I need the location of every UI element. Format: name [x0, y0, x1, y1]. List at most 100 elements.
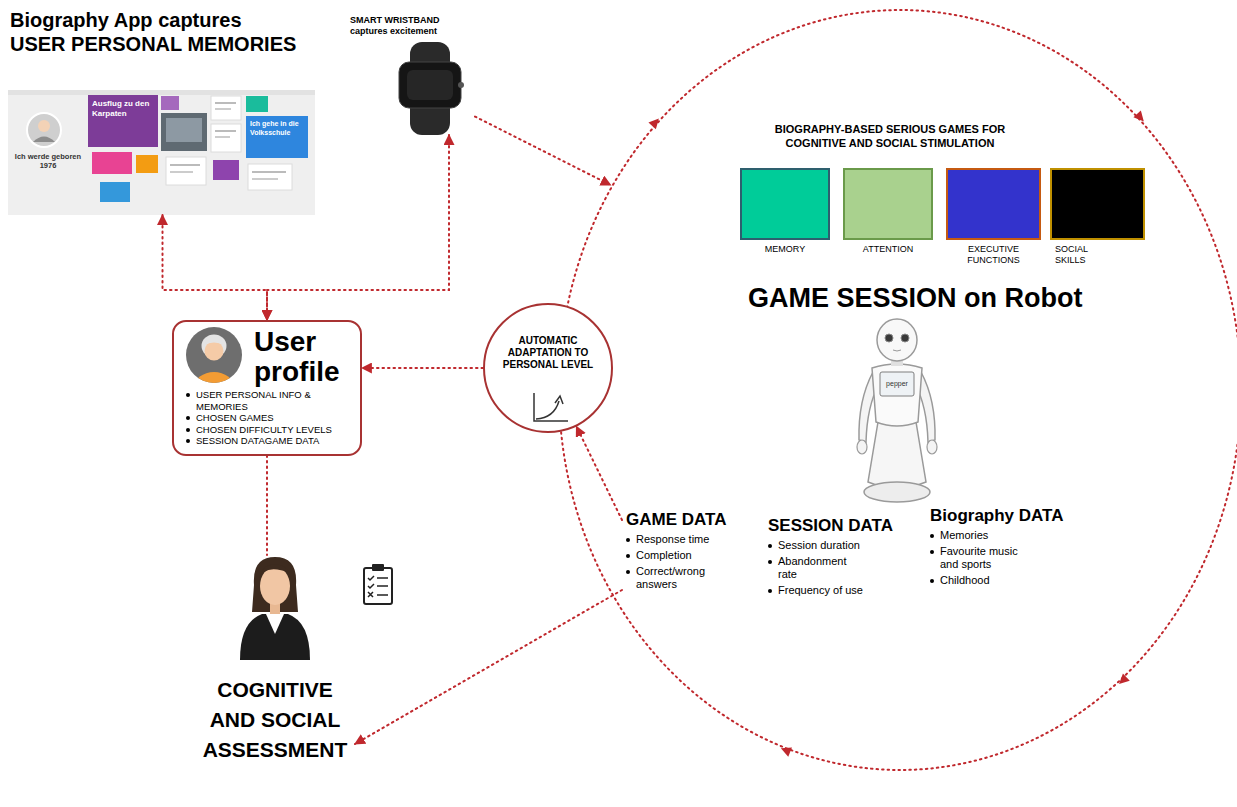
- bullet-text: Memories: [940, 529, 1030, 542]
- diagram-title: Biography App captures USER PERSONAL MEM…: [10, 8, 301, 56]
- tile-text: Ausflug zu den Karpaten: [92, 99, 154, 118]
- bullet-row: SESSION DATAGAME DATA: [186, 435, 352, 447]
- bullet-text: Frequency of use: [778, 584, 866, 597]
- title-slot: Biography App captures USER PERSONAL MEM…: [10, 8, 301, 56]
- bullet-dot: [768, 544, 772, 548]
- game-tile: [1050, 168, 1145, 240]
- bullet-row: Session duration: [768, 539, 928, 552]
- flow-connector: [576, 426, 622, 520]
- bullet-text: Childhood: [940, 574, 1030, 587]
- bullet-dot: [930, 534, 934, 538]
- bullet-row: Frequency of use: [768, 584, 928, 597]
- bullet-text: Correct/wrong answers: [636, 565, 731, 591]
- bullet-dot: [768, 560, 772, 564]
- bullet-dot: [626, 538, 630, 542]
- robot-illustration: [857, 319, 937, 502]
- bullet-text: Abandonment rate: [778, 555, 866, 581]
- bullet-dot: [186, 393, 190, 397]
- bullet-text: CHOSEN GAMES: [196, 412, 346, 424]
- data-list: SESSION DATA Session durationAbandonment …: [768, 516, 928, 597]
- bullet-dot: [626, 570, 630, 574]
- flow-connector: [362, 367, 483, 369]
- data-list: GAME DATA Response timeCompletionCorrect/…: [626, 510, 766, 591]
- data-list: Biography DATA MemoriesFavourite music an…: [930, 506, 1110, 587]
- game-square: ATTENTION: [843, 168, 933, 255]
- bullet-row: Childhood: [930, 574, 1110, 587]
- game-square: MEMORY: [740, 168, 830, 255]
- device-caption: SMART WRISTBAND captures excitement: [350, 15, 460, 37]
- profile-title: User profile: [254, 327, 364, 387]
- game-square: EXECUTIVE FUNCTIONS: [946, 168, 1041, 266]
- bullet-row: Response time: [626, 533, 766, 546]
- assessment-node: COGNITIVE AND SOCIAL ASSESSMENT: [195, 555, 355, 765]
- bullet-text: Response time: [636, 533, 731, 546]
- bullet-text: CHOSEN DIFFICULTY LEVELS: [196, 424, 346, 436]
- bullet-dot: [626, 554, 630, 558]
- adaptation-circle: AUTOMATIC ADAPTATION TO PERSONAL LEVEL: [483, 303, 613, 433]
- text-slot: Ausflug zu den Karpaten: [92, 99, 154, 118]
- flow-connector: [475, 117, 611, 185]
- bullet-text: Favourite music and sports: [940, 545, 1030, 571]
- game-label: MEMORY: [740, 244, 830, 255]
- data-heading: Biography DATA: [930, 506, 1110, 526]
- flow-connector: [355, 590, 622, 744]
- session-ring: [557, 8, 1237, 772]
- bullet-text: SESSION DATAGAME DATA: [196, 435, 346, 447]
- section-heading: BIOGRAPHY-BASED SERIOUS GAMES FOR COGNIT…: [765, 122, 1015, 150]
- bullet-row: Abandonment rate: [768, 555, 928, 581]
- bullet-row: CHOSEN GAMES: [186, 412, 352, 424]
- bullet-dot: [186, 428, 190, 432]
- bullet-dot: [186, 439, 190, 443]
- app-screen: Ich werde geboren 1976 Ausflug zu den Kar…: [8, 90, 315, 215]
- bullet-dot: [768, 589, 772, 593]
- wristband-illustration: [399, 42, 464, 135]
- label-slot: BIOGRAPHY-BASED SERIOUS GAMES FOR COGNIT…: [765, 122, 1015, 150]
- profile-list: USER PERSONAL INFO & MEMORIESCHOSEN GAME…: [186, 389, 352, 447]
- app-panel: Biography App captures USER PERSONAL MEM…: [5, 5, 320, 215]
- bullet-row: Memories: [930, 529, 1110, 542]
- flow-connector: [163, 215, 268, 320]
- label-slot: pepper: [880, 379, 914, 388]
- bullet-text: Completion: [636, 549, 731, 562]
- game-label: EXECUTIVE FUNCTIONS: [946, 244, 1041, 266]
- wristband-node: SMART WRISTBAND captures excitement: [345, 12, 475, 135]
- bullet-row: Favourite music and sports: [930, 545, 1110, 571]
- flow-connector: [267, 135, 449, 320]
- bullet-text: USER PERSONAL INFO & MEMORIES: [196, 389, 346, 412]
- game-tile: [946, 168, 1041, 240]
- bullet-dot: [930, 579, 934, 583]
- data-heading: SESSION DATA: [768, 516, 928, 536]
- screen-label: pepper: [880, 379, 914, 388]
- figure-slot: [195, 555, 355, 660]
- tile-text: Ich gehe in die Volksschule: [250, 120, 304, 137]
- game-label: SOCIAL SKILLS: [1055, 244, 1101, 266]
- bullet-row: CHOSEN DIFFICULTY LEVELS: [186, 424, 352, 436]
- bullet-dot: [930, 550, 934, 554]
- bullet-row: Correct/wrong answers: [626, 565, 766, 591]
- session-title: GAME SESSION on Robot: [748, 282, 1083, 314]
- data-heading: GAME DATA: [626, 510, 766, 530]
- assessment-title: COGNITIVE AND SOCIAL ASSESSMENT: [200, 675, 350, 765]
- bullet-text: Session duration: [778, 539, 866, 552]
- game-tile: [740, 168, 830, 240]
- session-cycle: GAME SESSION on Robot MEMORY ATTENTION EXEC…: [557, 8, 1237, 772]
- clipboard-icon: [364, 564, 392, 604]
- app-screenshot: [8, 90, 315, 215]
- bullet-dot: [186, 416, 190, 420]
- flow-connector: [266, 456, 268, 556]
- text-slot: Ich werde geboren 1976: [12, 152, 84, 170]
- bullet-row: USER PERSONAL INFO & MEMORIES: [186, 389, 352, 412]
- circle-text: AUTOMATIC ADAPTATION TO PERSONAL LEVEL: [498, 335, 598, 371]
- title-slot: GAME SESSION on Robot: [748, 282, 1083, 314]
- assessor-figure: [240, 557, 310, 660]
- tile-text: Ich werde geboren 1976: [12, 152, 84, 170]
- profile-header: User profile: [186, 327, 352, 387]
- text-slot: Ich gehe in die Volksschule: [250, 120, 304, 137]
- game-square: SOCIAL SKILLS: [1050, 168, 1145, 266]
- profile-box: User profileUSER PERSONAL INFO & MEMORIE…: [172, 320, 362, 456]
- game-label: ATTENTION: [843, 244, 933, 255]
- game-tile: [843, 168, 933, 240]
- avatar-slot: [186, 327, 242, 383]
